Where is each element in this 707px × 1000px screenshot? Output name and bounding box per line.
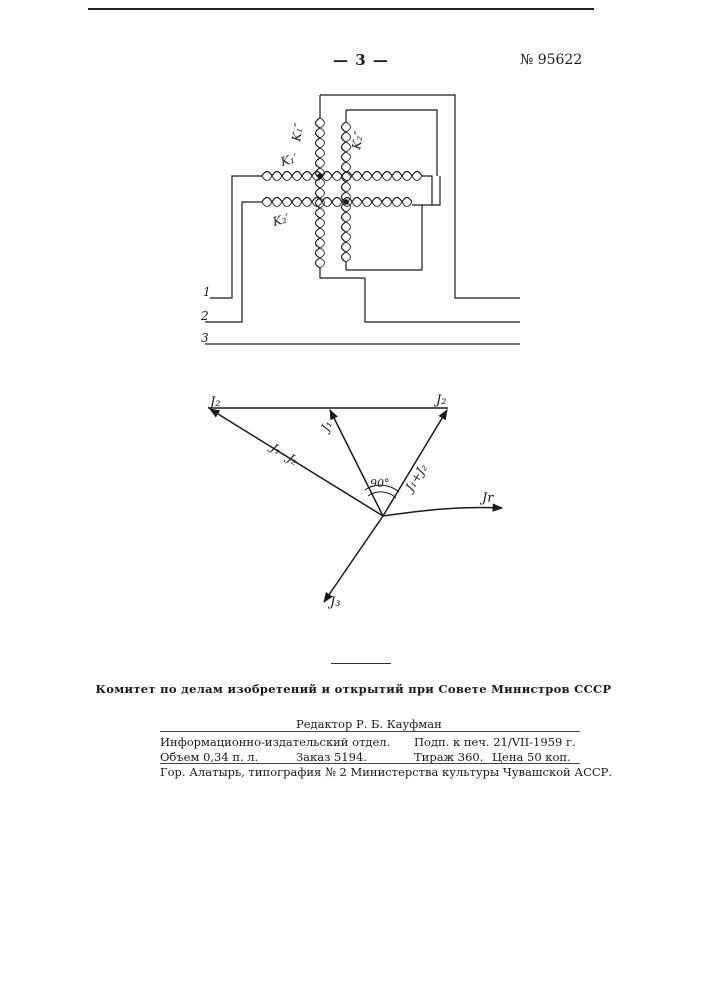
section-rule <box>331 663 391 664</box>
label-j1-minus-j2: J₁−J₂ <box>266 439 301 468</box>
imprint-rule-top <box>160 731 580 732</box>
vector-j3 <box>324 516 383 602</box>
junction-dot <box>344 200 348 204</box>
label-line2: 2 <box>200 309 209 323</box>
printer-line: Гор. Алатырь, типография № 2 Министерств… <box>160 765 612 779</box>
volume-text: Объем 0,34 п. л. <box>160 750 258 764</box>
label-j3: J₃ <box>327 595 340 610</box>
imprint-rule-bottom <box>160 763 580 764</box>
wire-to-line2 <box>365 278 520 322</box>
label-jr: Jr <box>479 491 494 506</box>
run-text: Тираж 360. <box>414 750 483 764</box>
dept-text: Информационно-издательский отдел. <box>160 735 390 749</box>
label-j2-left: J₂ <box>207 395 220 410</box>
label-line1: 1 <box>203 285 211 299</box>
vector-jr <box>383 507 502 516</box>
price-text: Цена 50 коп. <box>492 750 571 764</box>
label-k2-double: K₂″ <box>349 130 366 152</box>
label-line3: 3 <box>201 331 209 345</box>
coil-k1-double-prime <box>316 95 366 278</box>
label-j1: J₁ <box>317 419 335 436</box>
junction-dot <box>318 174 322 178</box>
label-angle: 90° <box>370 477 390 490</box>
signed-text: Подп. к печ. 21/VII-1959 г. <box>414 735 576 749</box>
label-k1-double: K₁″ <box>289 122 306 144</box>
label-k1: K₁′ <box>278 151 299 169</box>
label-k2: K₂′ <box>270 211 291 229</box>
wire-line1 <box>210 176 240 298</box>
vector-j1-plus-j2 <box>383 410 447 516</box>
label-j2-right: J₂ <box>433 393 446 408</box>
coil-k2-double-prime <box>342 110 351 270</box>
editor-line: Редактор Р. Б. Кауфман <box>296 717 442 731</box>
wire-right <box>346 205 422 270</box>
vector-diagram <box>208 408 502 602</box>
committee-line: Комитет по делам изобретений и открытий … <box>0 682 707 696</box>
wire-line2 <box>205 202 248 322</box>
order-text: Заказ 5194. <box>296 750 367 764</box>
